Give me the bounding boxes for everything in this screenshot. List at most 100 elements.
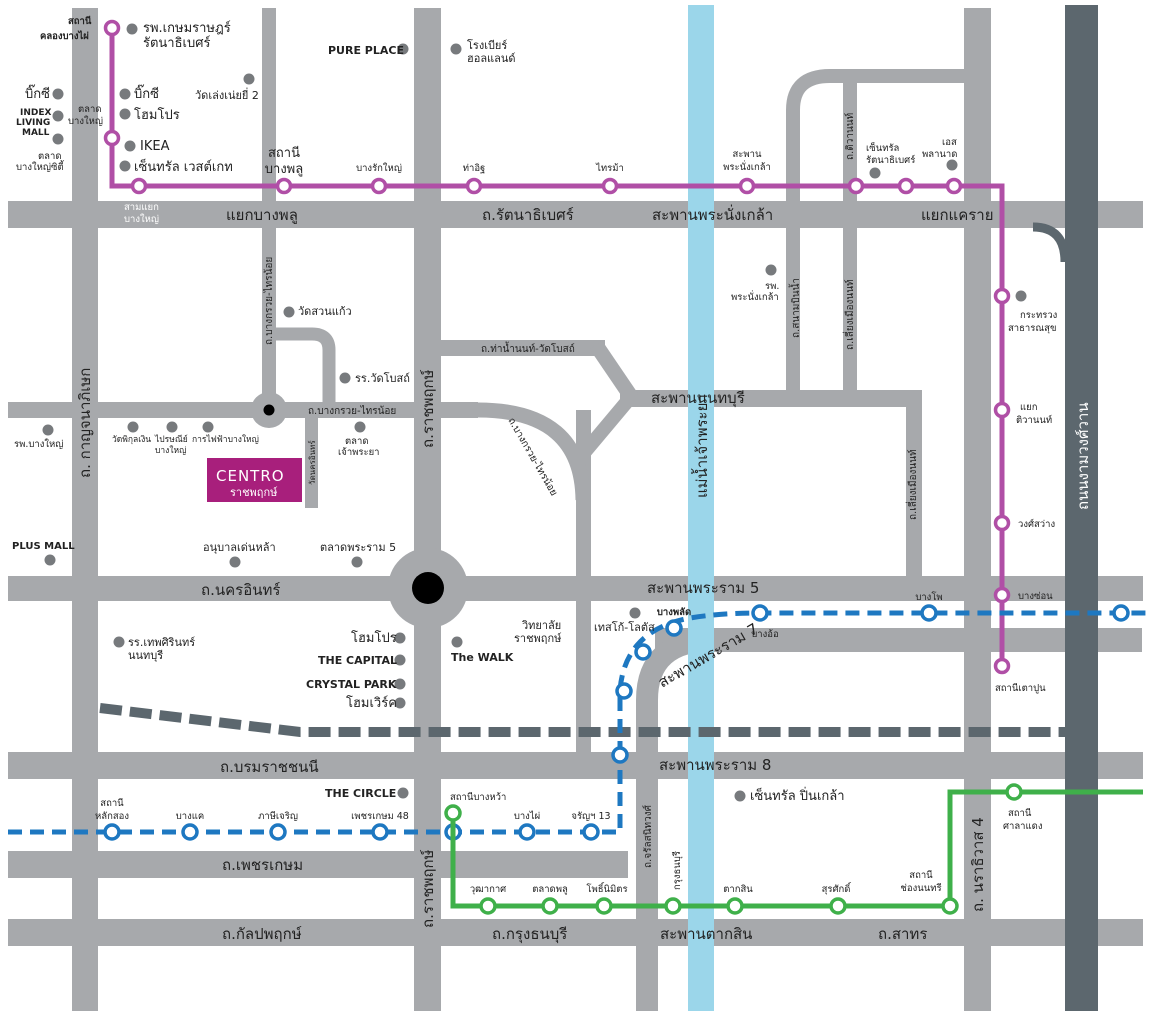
label-poi-the-walk: The WALK — [451, 651, 514, 664]
blue-station-bang-khun-non[interactable] — [634, 643, 652, 661]
expressway-ramp — [1032, 222, 1070, 263]
poi-dot-rr-wat-bot[interactable] — [339, 372, 351, 384]
purple-station-central-rattana[interactable] — [897, 177, 915, 195]
label-poi-esplanade-2: พลานาด — [922, 149, 957, 160]
poi-dot-kasem[interactable] — [126, 23, 138, 35]
poi-dot-wat-phikun[interactable] — [127, 421, 139, 433]
label-poi-wat-le: วัดเล่งเน่ยยี่ 2 — [195, 87, 259, 102]
poi-dot-ror-por-bang-yai[interactable] — [42, 424, 54, 436]
chao-phraya-river — [688, 5, 714, 1011]
label-saphan-nonthaburi: สะพานนนทบุรี — [651, 389, 745, 408]
poi-dot-capital[interactable] — [394, 654, 406, 666]
poi-dot-central-west[interactable] — [119, 160, 131, 172]
blue-station-bang-o[interactable] — [751, 604, 769, 622]
blue-station-phasi-charoen[interactable] — [269, 823, 287, 841]
green-station-pho-nimit[interactable] — [595, 897, 613, 915]
poi-dot-post[interactable] — [166, 421, 178, 433]
label-ratchaphruek-lower: ถ.ราชพฤกษ์ — [419, 849, 437, 928]
poi-dot-central-rattana[interactable] — [869, 167, 881, 179]
purple-station-khae-rai[interactable] — [945, 177, 963, 195]
poi-dot-plus-mall[interactable] — [44, 554, 56, 566]
poi-dot-homepro2[interactable] — [394, 632, 406, 644]
purple-station-tha-it[interactable] — [465, 177, 483, 195]
poi-dot-circle[interactable] — [397, 787, 409, 799]
label-st-bang-phai: บางไผ่ — [514, 810, 540, 822]
blue-station-bang-phai[interactable] — [518, 823, 536, 841]
purple-station-sai-ma[interactable] — [601, 177, 619, 195]
poi-dot-homeworks[interactable] — [394, 697, 406, 709]
poi-dot-crystal[interactable] — [394, 678, 406, 690]
label-ngam-wong-wan: ถนนงามวงศ์วาน — [1074, 402, 1092, 510]
label-st-talat-bang-yai-1: ตลาด — [78, 104, 102, 115]
poi-dot-index[interactable] — [52, 110, 64, 122]
poi-dot-talat-city[interactable] — [52, 133, 64, 145]
road-charan — [636, 700, 658, 1011]
poi-dot-holland[interactable] — [450, 43, 462, 55]
purple-station-yaek-nonthaburi[interactable] — [847, 177, 865, 195]
centro-ratchaphruek-badge[interactable]: CENTRO ราชพฤกษ์ — [207, 458, 302, 502]
label-bypass: ถ.เลี่ยงเมืองนนท์ — [842, 279, 856, 350]
purple-station-talat-bang-yai[interactable] — [103, 129, 121, 147]
poi-dot-wat-le[interactable] — [243, 73, 255, 85]
purple-station-tiwanon[interactable] — [993, 401, 1011, 419]
purple-station-bang-phlu[interactable] — [275, 177, 293, 195]
label-kanchanaphisek: ถ. กาญจนาภิเษก — [76, 368, 94, 478]
blue-station-fai-chai[interactable] — [615, 682, 633, 700]
purple-station-wong-sawang[interactable] — [993, 514, 1011, 532]
poi-dot-rr-thep[interactable] — [113, 636, 125, 648]
green-station-surasak[interactable] — [829, 897, 847, 915]
poi-dot-krasuang[interactable] — [1015, 290, 1027, 302]
label-yaek-khae-rai: แยกแคราย — [921, 206, 994, 224]
label-poi-talat-chao-2: เจ้าพระยา — [338, 447, 380, 458]
poi-dot-central-pinklao[interactable] — [734, 790, 746, 802]
blue-station-tha-phra[interactable] — [611, 746, 629, 764]
label-bang-kruai-v: ถ.บางกรวย-ไทรน้อย — [263, 257, 275, 345]
purple-station-bang-rak-yai[interactable] — [370, 177, 388, 195]
label-saphan-rama5: สะพานพระราม 5 — [647, 579, 759, 597]
poi-dot-wat-suan[interactable] — [283, 306, 295, 318]
purple-station-phra-nang-klao[interactable] — [738, 177, 756, 195]
green-station-sala-daeng[interactable] — [1005, 783, 1023, 801]
label-st-bang-phlat: บางพลัด — [657, 607, 691, 618]
blue-station-charan13[interactable] — [582, 823, 600, 841]
blue-station-bang-pho[interactable] — [920, 604, 938, 622]
blue-station-phetkasem48[interactable] — [371, 823, 389, 841]
poi-dot-pure-place[interactable] — [397, 43, 409, 55]
blue-station-lak-song[interactable] — [103, 823, 121, 841]
poi-dot-ror-por-phra[interactable] — [765, 264, 777, 276]
green-station-wutthakat[interactable] — [479, 897, 497, 915]
purple-station-bang-son[interactable] — [993, 586, 1011, 604]
poi-dot-the-walk[interactable] — [451, 636, 463, 648]
green-station-krung-thonburi[interactable] — [664, 897, 682, 915]
blue-station-bang-khae[interactable] — [181, 823, 199, 841]
green-station-chong-nonsi[interactable] — [941, 897, 959, 915]
poi-dot-tesco[interactable] — [629, 607, 641, 619]
purple-station-sam-yaek[interactable] — [130, 177, 148, 195]
poi-dot-anuban[interactable] — [229, 556, 241, 568]
blue-station-bang-phlat[interactable] — [665, 619, 683, 637]
poi-dot-talat-chao[interactable] — [354, 421, 366, 433]
purple-station-tao-poon[interactable] — [993, 657, 1011, 675]
poi-dot-homepro1[interactable] — [119, 108, 131, 120]
label-st-khlong-bang-phai-2: คลองบางไผ่ — [40, 30, 89, 42]
green-station-talat-phlu[interactable] — [541, 897, 559, 915]
poi-dot-ikea[interactable] — [124, 140, 136, 152]
road-network — [8, 8, 1143, 1011]
label-st-bang-phlu-2: บางพลู — [265, 162, 303, 177]
poi-dot-esplanade[interactable] — [946, 159, 958, 171]
purple-station-krasuang[interactable] — [993, 287, 1011, 305]
label-st-talat-phlu: ตลาดพลู — [532, 884, 568, 895]
label-st-chong-nonsi-1: สถานี — [909, 869, 933, 881]
green-station-taksin[interactable] — [726, 897, 744, 915]
label-st-sala-daeng-2: ศาลาแดง — [1003, 821, 1042, 832]
blue-station-tao-poon-east[interactable] — [1112, 604, 1130, 622]
poi-dot-electric[interactable] — [202, 421, 214, 433]
label-st-krasuang-2: สาธารณสุข — [1008, 323, 1056, 334]
poi-dot-talat-rama5[interactable] — [351, 556, 363, 568]
purple-station-khlong-bang-phai[interactable] — [103, 19, 121, 37]
label-poi-homepro2: โฮมโปร — [351, 630, 397, 646]
poi-dot-bigc1[interactable] — [119, 88, 131, 100]
label-narathiwat: ถ. นราธิวาส 4 — [969, 817, 987, 912]
green-station-bang-wa[interactable] — [444, 804, 462, 822]
poi-dot-bigc2[interactable] — [52, 88, 64, 100]
